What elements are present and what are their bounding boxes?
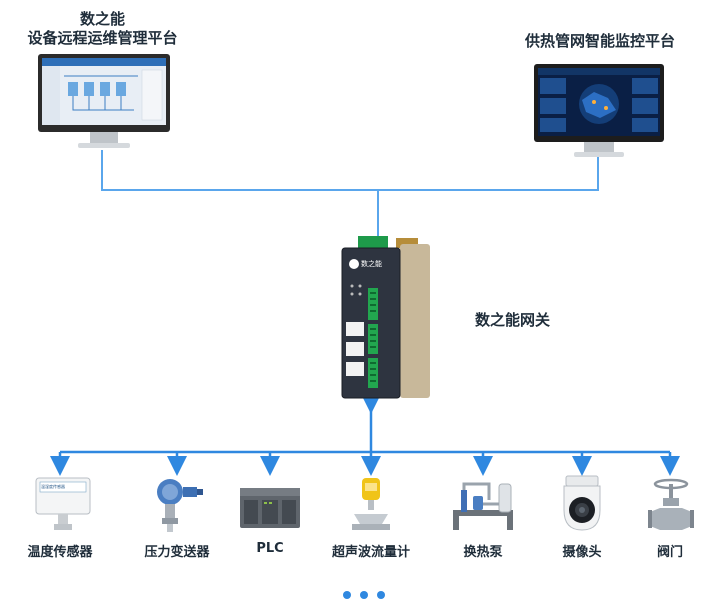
heat-exchange-pump-icon (453, 482, 513, 530)
device-label-camera: 摄像头 (562, 545, 602, 560)
pressure-transmitter-icon (157, 479, 203, 532)
gateway-label: 数之能网关 (475, 311, 551, 329)
right-platform-title: 供热管网智能监控平台 (524, 32, 675, 50)
device-label-valve: 阀门 (656, 545, 683, 560)
ultrasonic-flowmeter-icon (352, 478, 390, 530)
temperature-sensor-icon (35, 477, 91, 530)
gateway-brand-text: 数之能 (361, 260, 382, 268)
pagination-dot-2[interactable] (360, 591, 368, 599)
gateway-device-icon (341, 236, 430, 399)
device-label-pressure-transmitter: 压力变送器 (144, 545, 210, 560)
pagination-dots[interactable] (343, 584, 394, 603)
device-drop-lines (50, 452, 680, 476)
device-label-temperature-sensor: 温度传感器 (27, 545, 93, 560)
left-platform-title-line1: 数之能 (79, 10, 125, 28)
pagination-dot-3[interactable] (377, 591, 385, 599)
left-monitor-icon (38, 54, 170, 148)
device-label-plc: PLC (256, 541, 284, 556)
pagination-dot-1[interactable] (343, 591, 351, 599)
camera-icon (563, 475, 601, 531)
right-monitor-icon (534, 64, 664, 157)
valve-icon (648, 478, 694, 530)
device-label-ultrasonic-flowmeter: 超声波流量计 (331, 545, 410, 560)
left-platform-title-line2: 设备远程运维管理平台 (27, 29, 178, 47)
device-label-heat-exchange-pump: 换热泵 (463, 545, 503, 560)
top-network-line (101, 146, 599, 191)
plc-icon (240, 488, 300, 528)
temperature-sensor-plate-text: 温湿度传感器 (41, 484, 65, 489)
